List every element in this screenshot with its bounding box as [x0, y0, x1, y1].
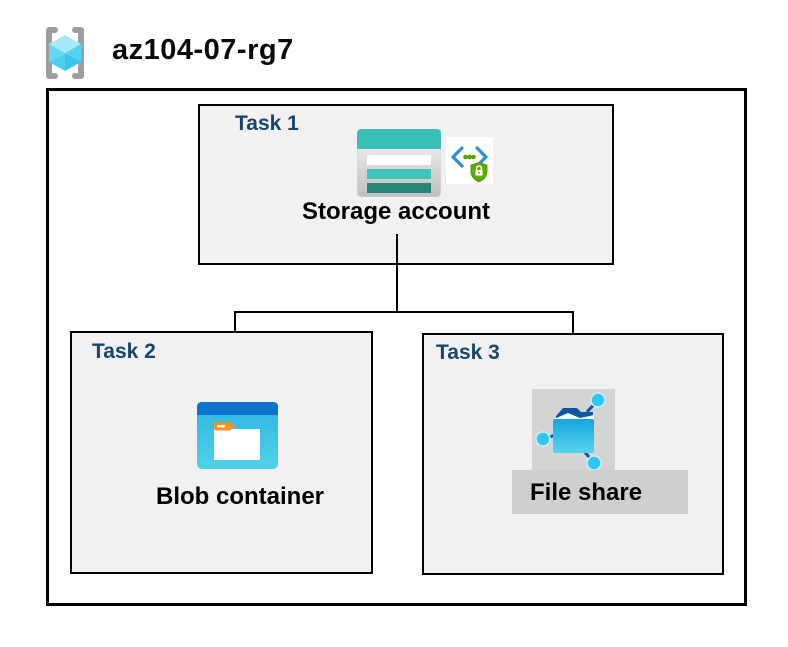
task1-label: Task 1 [235, 112, 299, 135]
file-share-label: File share [530, 479, 643, 506]
task3-box: Task 3 File share [422, 333, 724, 575]
storage-account-icon [357, 129, 441, 197]
connector-horizontal [234, 311, 574, 313]
file-share-icon-backdrop [532, 389, 615, 470]
task2-label: Task 2 [92, 340, 156, 363]
connector-storage-stem [396, 234, 398, 312]
blob-container-label: Blob container [155, 483, 325, 510]
resource-group-name: az104-07-rg7 [112, 34, 294, 66]
task3-label: Task 3 [436, 341, 500, 364]
task2-box: Task 2 Blob container [70, 331, 373, 574]
file-share-icon [535, 392, 606, 470]
task1-box: Task 1 Storage account [198, 104, 614, 265]
private-endpoint-icon [446, 137, 493, 184]
file-share-label-backdrop: File share [512, 470, 688, 514]
blob-container-icon [197, 402, 278, 469]
resource-group-icon [46, 27, 84, 79]
storage-account-label: Storage account [301, 198, 491, 225]
